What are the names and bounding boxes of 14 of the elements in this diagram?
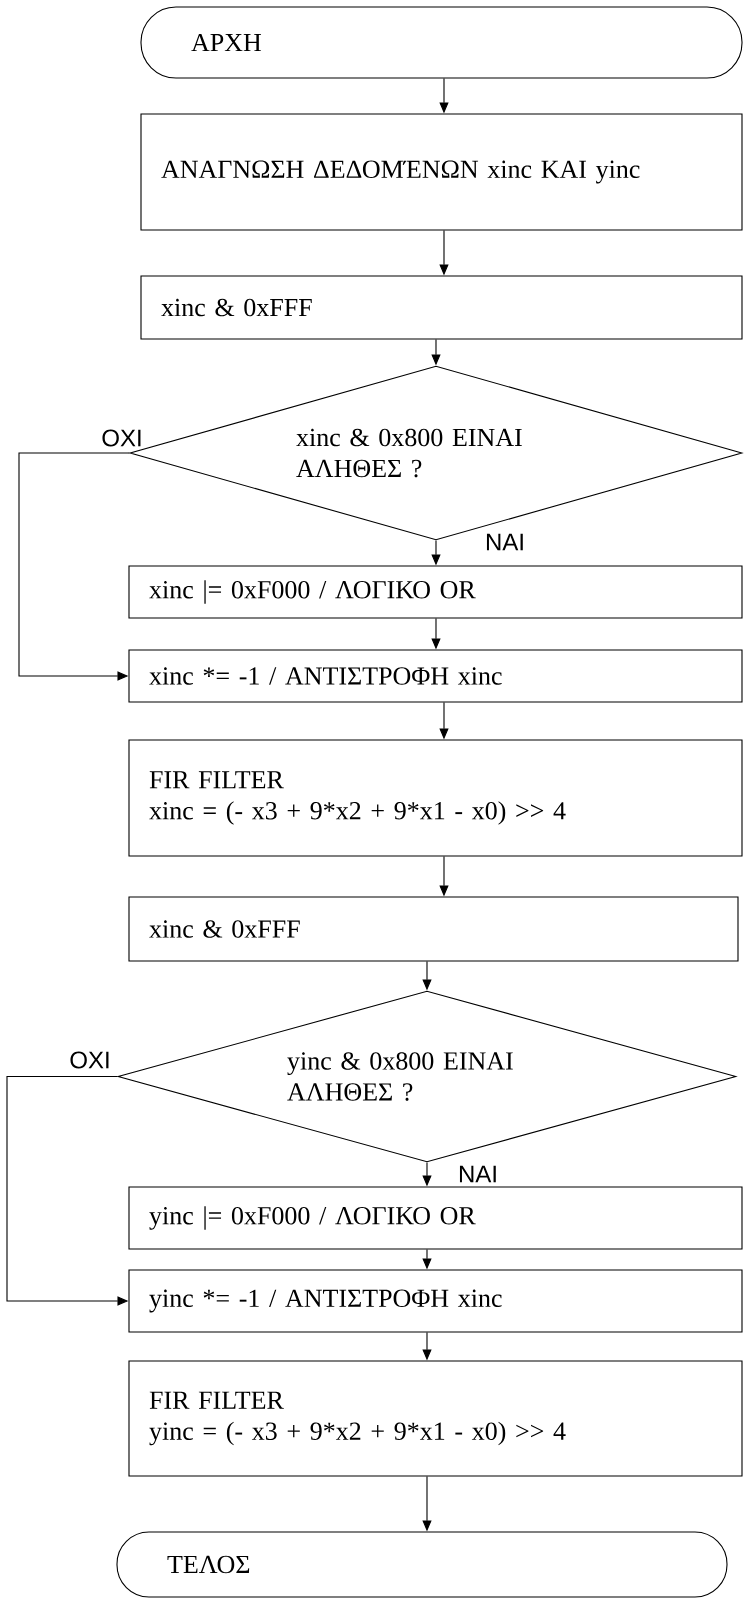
edge-label: ΟΧΙ [70, 1051, 109, 1069]
edge-label: ΝΑΙ [486, 533, 523, 551]
arrow [18, 452, 130, 681]
process-box: yinc *= -1 / ΑΝΤΙΣΤΡΟΦΗ xinc [128, 1269, 743, 1333]
edge-label: ΝΑΙ [459, 1165, 496, 1183]
process-box: FIR FILTER yinc = (- x3 + 9*x2 + 9*x1 - x0) >> 4 [128, 1360, 743, 1477]
process-box: xinc & 0xFFF [128, 896, 739, 962]
process-box: xinc |= 0xF000 / ΛΟΓΙΚΟ OR [128, 565, 743, 619]
process-box: FIR FILTER xinc = (- x3 + 9*x2 + 9*x1 - x0) >> 4 [128, 739, 743, 857]
process-box: xinc & 0xFFF [140, 275, 743, 340]
edge-label: ΟΧΙ [102, 429, 141, 447]
process-box: xinc *= -1 / ΑΝΤΙΣΤΡΟΦΗ xinc [128, 649, 743, 703]
process-box: yinc |= 0xF000 / ΛΟΓΙΚΟ OR [128, 1186, 743, 1250]
process-box: ΑΝΑΓΝΩΣΗ ΔΕΔΟΜΈΝΩΝ xinc ΚΑΙ yinc [140, 113, 743, 231]
